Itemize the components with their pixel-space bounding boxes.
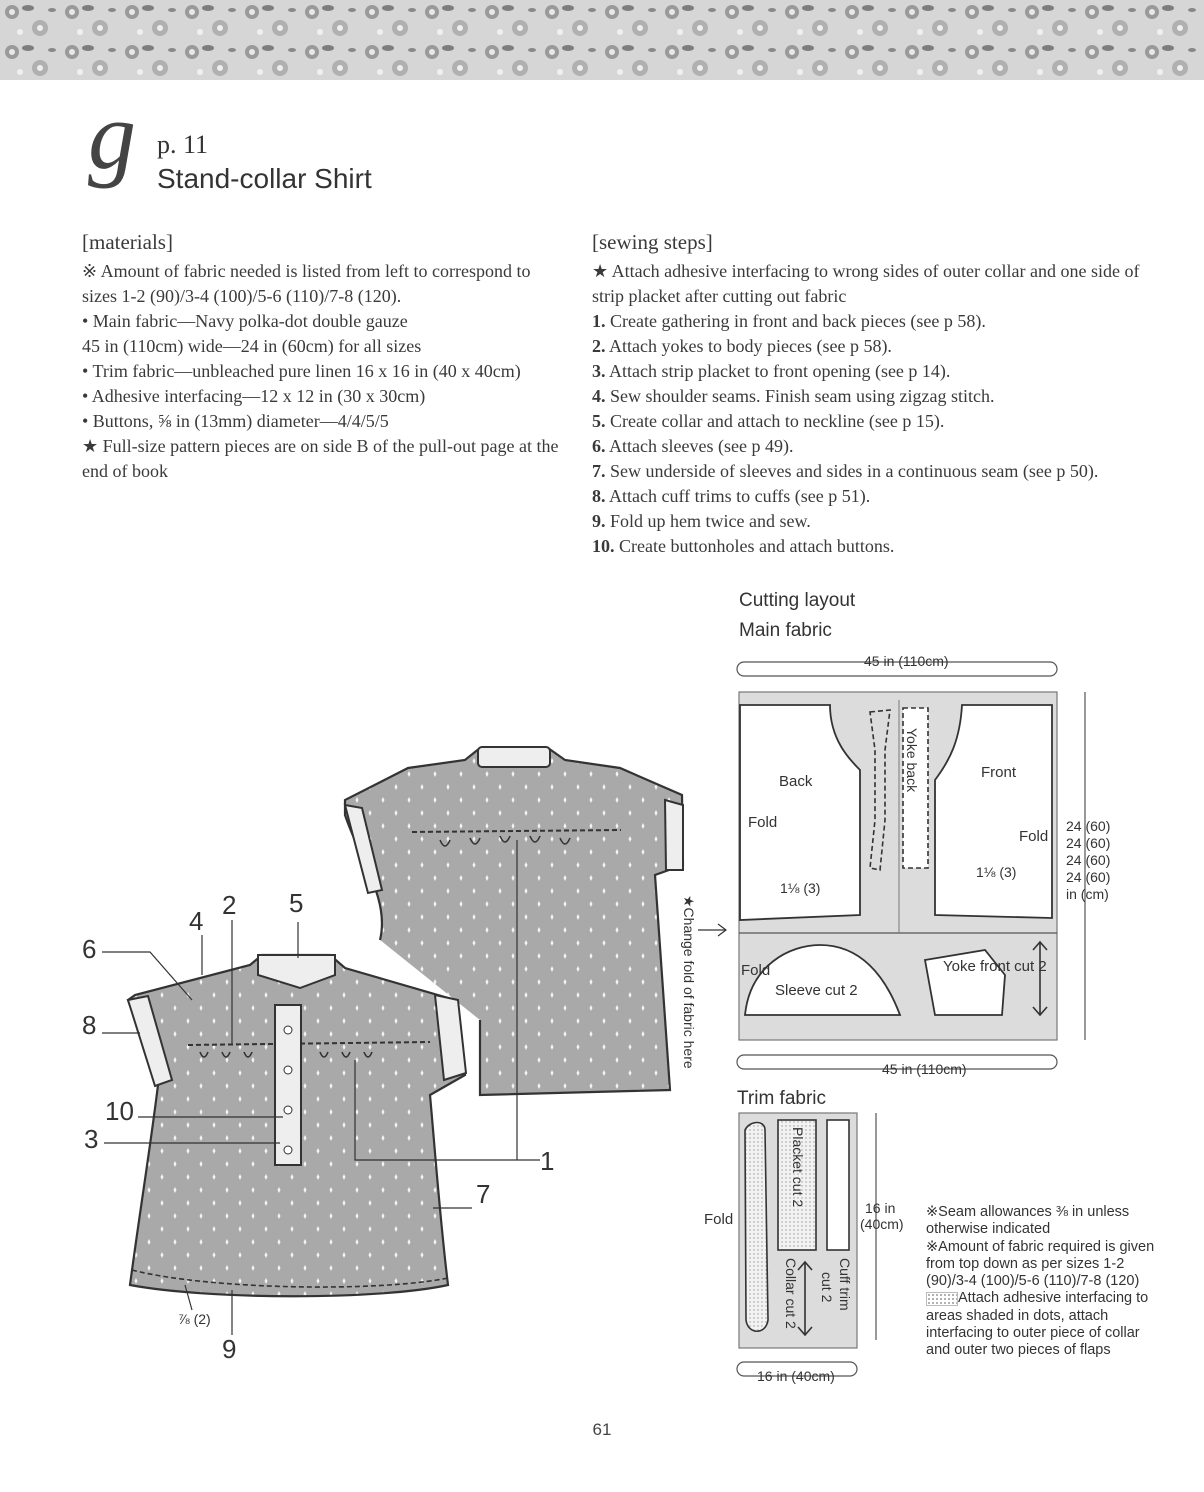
sewing-steps-section: [sewing steps] ★ Attach adhesive interfa… — [592, 230, 1152, 559]
materials-section: [materials] ※ Amount of fabric needed is… — [82, 230, 567, 484]
seam-label-front: 1⅛ (3) — [976, 864, 1016, 880]
step-item: 2. Attach yokes to body pieces (see p 58… — [592, 336, 892, 356]
piece-collar: Collar cut 2 — [783, 1258, 799, 1329]
step-item: 10. Create buttonholes and attach button… — [592, 536, 895, 556]
shirt-front-view — [126, 953, 468, 1298]
trim-fabric-title: Trim fabric — [737, 1088, 827, 1109]
fold-change-note: ★Change fold of fabric here — [681, 895, 697, 1069]
seam-label-back: 1⅛ (3) — [780, 880, 820, 896]
trim-fabric-layout — [738, 1112, 858, 1349]
piece-yoke-back: Yoke back — [904, 728, 920, 793]
step-item: 9. Fold up hem twice and sew. — [592, 511, 811, 531]
step-item: 6. Attach sleeves (see p 49). — [592, 436, 794, 456]
seam-note: ※Seam allowances ⅜ in unless otherwise i… — [926, 1204, 1130, 1238]
step-item: 5. Create collar and attach to neckline … — [592, 411, 945, 431]
width-bracket-bottom — [736, 1054, 1058, 1070]
callout-5: 5 — [289, 888, 303, 918]
callout-7: 7 — [476, 1179, 490, 1209]
materials-line: ★ Full-size pattern pieces are on side B… — [82, 436, 559, 481]
floral-banner — [0, 0, 1204, 80]
piece-cuff-trim-count: cut 2 — [819, 1272, 835, 1303]
materials-line: • Main fabric—Navy polka-dot double gauz… — [82, 311, 408, 331]
height-size-3: 24 (60) — [1066, 852, 1110, 868]
fold-label-trim: Fold — [704, 1211, 733, 1228]
step-item: 7. Sew underside of sleeves and sides in… — [592, 461, 1099, 481]
height-size-4: 24 (60) — [1066, 869, 1110, 885]
piece-placket: Placket cut 2 — [790, 1127, 806, 1207]
step-item: 4. Sew shoulder seams. Finish seam using… — [592, 386, 995, 406]
callout-6: 6 — [82, 934, 96, 964]
materials-line: • Buttons, ⅝ in (13mm) diameter—4/4/5/5 — [82, 411, 389, 431]
page-number: 61 — [592, 1420, 612, 1439]
piece-yoke-front: Yoke front cut 2 — [943, 958, 1047, 975]
main-fabric-layout — [738, 691, 1058, 1041]
callout-8: 8 — [82, 1010, 96, 1040]
callout-9: 9 — [222, 1334, 236, 1364]
cutting-layout-title: Cutting layout — [739, 590, 856, 611]
page-reference: p. 11 — [157, 130, 209, 159]
step-item: 1. Create gathering in front and back pi… — [592, 311, 986, 331]
materials-heading: [materials] — [82, 230, 173, 254]
piece-back: Back — [779, 773, 813, 790]
height-size-2: 24 (60) — [1066, 835, 1110, 851]
materials-line: ※ Amount of fabric needed is listed from… — [82, 261, 531, 306]
width-bracket-top — [736, 661, 1058, 677]
hem-allowance-label: ⅞ (2) — [178, 1311, 211, 1327]
materials-line: • Adhesive interfacing—12 x 12 in (30 x … — [82, 386, 426, 406]
interfacing-note: Attach adhesive interfacing to areas sha… — [926, 1290, 1149, 1359]
callout-leaders — [102, 840, 727, 1335]
fold-label-back: Fold — [748, 814, 777, 831]
floral-pattern-icon — [0, 0, 1204, 80]
callout-3: 3 — [84, 1124, 98, 1154]
layout-notes: ※Seam allowances ⅜ in unless otherwise i… — [926, 1204, 1156, 1360]
step-item: 8. Attach cuff trims to cuffs (see p 51)… — [592, 486, 871, 506]
piece-cuff-trim: Cuff trim — [837, 1258, 853, 1311]
steps-intro: ★ Attach adhesive interfacing to wrong s… — [592, 261, 1140, 306]
height-size-1: 24 (60) — [1066, 818, 1110, 834]
main-fabric-title: Main fabric — [739, 620, 832, 641]
callout-4: 4 — [189, 906, 203, 936]
materials-line: 45 in (110cm) wide—24 in (60cm) for all … — [82, 336, 422, 356]
piece-front: Front — [981, 764, 1017, 781]
trim-height-label-2: (40cm) — [860, 1216, 904, 1232]
fold-label-sleeve: Fold — [741, 962, 770, 979]
main-width-label-bottom: 45 in (110cm) — [882, 1061, 967, 1077]
callout-2: 2 — [222, 890, 236, 920]
page-title: Stand-collar Shirt — [157, 163, 372, 194]
callout-10: 10 — [105, 1096, 134, 1126]
amount-note: ※Amount of fabric required is given from… — [926, 1238, 1155, 1290]
trim-height-label-1: 16 in — [865, 1200, 895, 1216]
piece-sleeve: Sleeve cut 2 — [775, 982, 858, 999]
materials-line: • Trim fabric—unbleached pure linen 16 x… — [82, 361, 521, 381]
dotted-swatch-icon — [926, 1291, 958, 1306]
fold-label-front: Fold — [1019, 828, 1048, 845]
height-unit: in (cm) — [1066, 886, 1109, 902]
main-width-label: 45 in (110cm) — [864, 653, 949, 669]
step-item: 3. Attach strip placket to front opening… — [592, 361, 951, 381]
shirt-back-view — [343, 746, 685, 1097]
trim-width-label: 16 in (40cm) — [757, 1368, 835, 1384]
callout-1: 1 — [540, 1146, 554, 1176]
steps-heading: [sewing steps] — [592, 230, 713, 254]
pattern-letter: g — [88, 82, 136, 189]
trim-width-bracket — [736, 1361, 858, 1377]
